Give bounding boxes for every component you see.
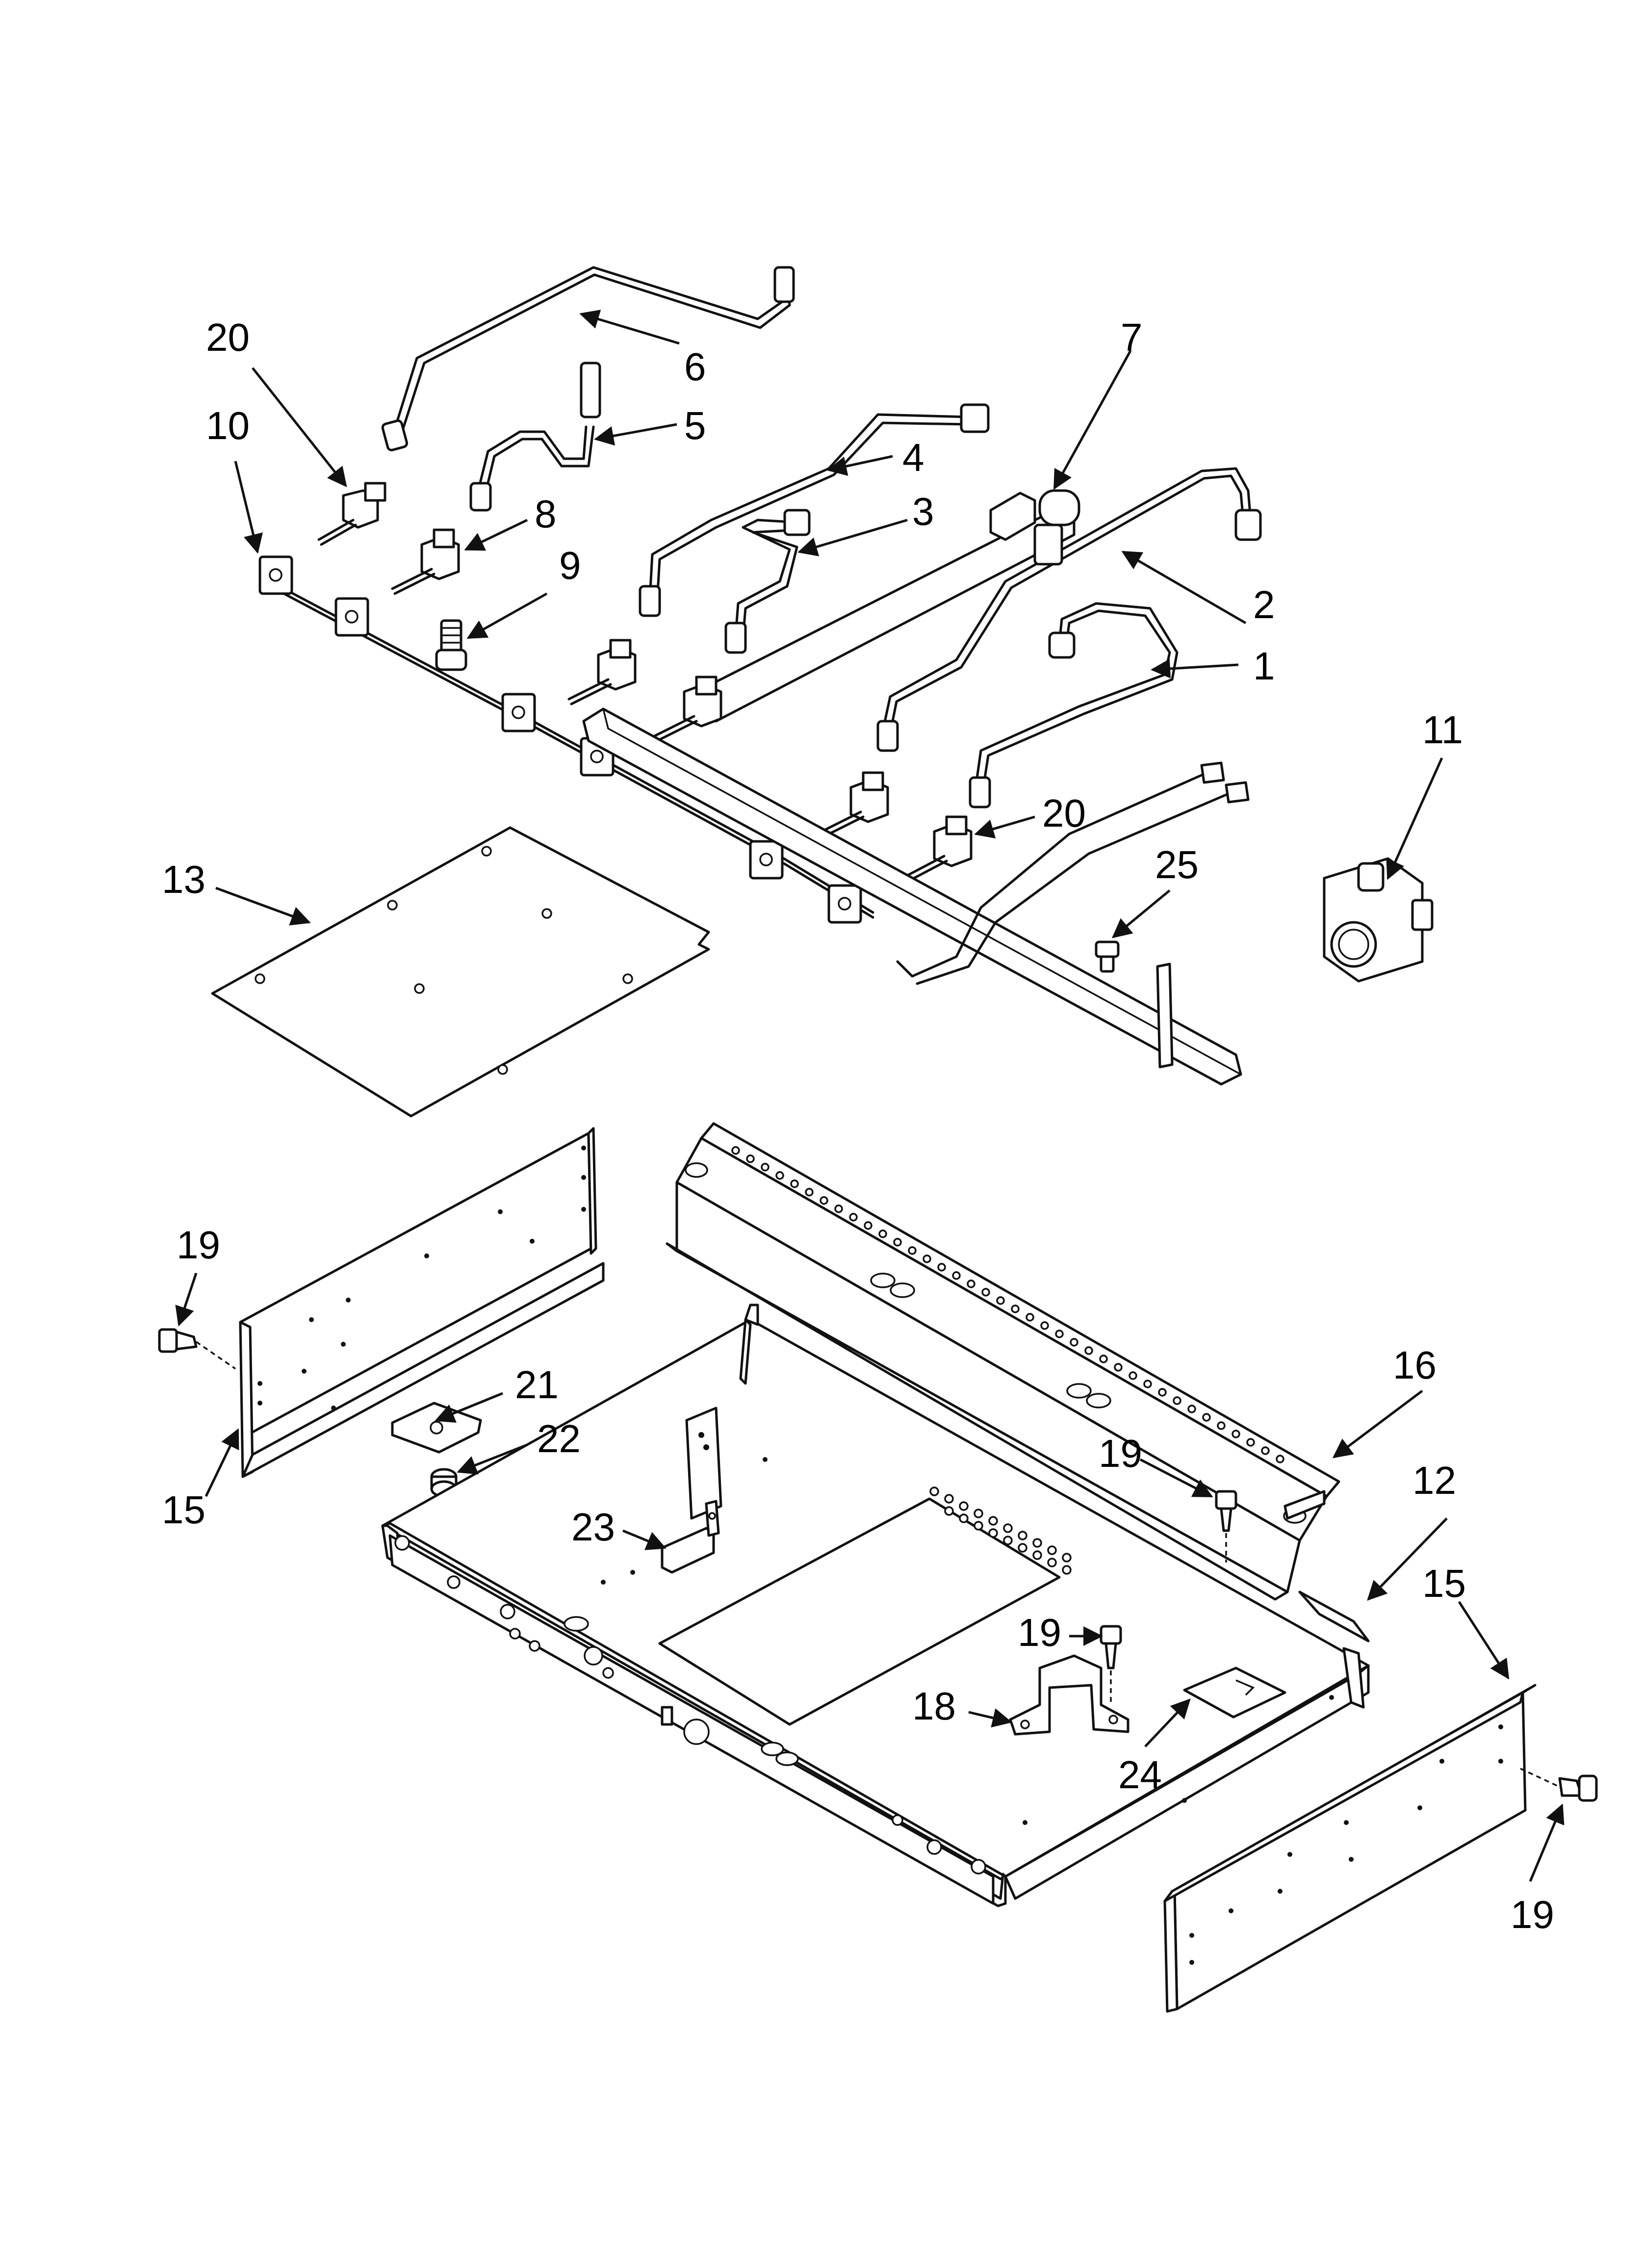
callout-15-right: 15 — [1422, 1562, 1466, 1605]
bracket-21 — [391, 1402, 482, 1454]
callout-15-left: 15 — [162, 1488, 205, 1532]
callout-1: 1 — [1253, 644, 1275, 688]
side-panel-15-left — [239, 1127, 605, 1478]
callout-4: 4 — [902, 436, 924, 479]
callout-10: 10 — [206, 404, 250, 447]
burner-valve-mid-2 — [653, 676, 722, 742]
leader-lines — [175, 310, 1565, 1882]
callout-19-right: 19 — [1511, 1893, 1554, 1936]
callout-9: 9 — [559, 544, 581, 587]
base-pan-12 — [381, 1303, 1370, 1907]
callout-6: 6 — [684, 345, 706, 389]
callout-2: 2 — [1253, 583, 1275, 626]
gas-tube-4 — [639, 403, 990, 617]
callout-8: 8 — [535, 492, 557, 536]
callout-23: 23 — [571, 1505, 615, 1549]
screw-19-right — [1520, 1768, 1598, 1802]
clip-25 — [1095, 940, 1120, 973]
callout-19-rear-rail: 19 — [1099, 1432, 1142, 1475]
bracket-18 — [1009, 1654, 1129, 1736]
pressure-regulator-11 — [1323, 857, 1434, 983]
callout-18: 18 — [912, 1684, 956, 1728]
side-panel-15-right — [1163, 1684, 1537, 2013]
burner-valve-right-1 — [820, 771, 889, 838]
burner-valve-20-bottom — [896, 815, 973, 887]
burner-valve-20-top — [317, 482, 386, 546]
gas-tube-5 — [469, 362, 601, 512]
callout-19-left: 19 — [177, 1223, 220, 1267]
gas-tube-6 — [381, 266, 795, 451]
callout-numbers: 1 2 3 4 5 6 7 8 9 10 11 12 13 15 15 16 1… — [162, 315, 1554, 1936]
callout-20-top: 20 — [206, 315, 250, 359]
gas-tube-2 — [876, 467, 1262, 752]
rear-bracket-16 — [1283, 1490, 1326, 1520]
bumper-22 — [430, 1468, 458, 1498]
gas-tube-3 — [724, 509, 811, 654]
callout-3: 3 — [912, 490, 934, 533]
callout-22: 22 — [537, 1417, 581, 1460]
callout-16: 16 — [1393, 1343, 1437, 1387]
wire-harness — [896, 761, 1250, 985]
callout-11: 11 — [1422, 708, 1463, 752]
callout-21: 21 — [515, 1363, 559, 1407]
manifold-7 — [695, 489, 1080, 723]
pan-bracket-vertical — [685, 1407, 722, 1520]
callout-13: 13 — [162, 858, 205, 901]
callout-7: 7 — [1121, 315, 1143, 359]
plate-24 — [1183, 1667, 1286, 1719]
callout-20-bottom: 20 — [1042, 791, 1086, 835]
igniter-switch-harness-10 — [258, 555, 874, 924]
heat-shield-13 — [211, 826, 710, 1118]
screw-19-left — [158, 1328, 236, 1370]
callout-12: 12 — [1412, 1459, 1456, 1502]
screw-19-bracket — [1100, 1625, 1122, 1705]
bracket-23 — [661, 1500, 720, 1574]
callout-5: 5 — [684, 404, 706, 447]
burner-valve-mid-1 — [567, 639, 637, 705]
screw-19-rear-rail — [1215, 1490, 1237, 1563]
front-manifold-rail — [582, 707, 1242, 1086]
valve-stud-9 — [435, 619, 467, 671]
callout-24: 24 — [1118, 1753, 1162, 1797]
burner-valve-8 — [391, 528, 460, 595]
burner-box-rear-rail — [666, 1122, 1340, 1601]
callout-19-bracket: 19 — [1018, 1611, 1061, 1654]
callout-25: 25 — [1155, 843, 1199, 886]
rail-holes — [731, 1146, 1284, 1463]
gas-tube-1 — [969, 602, 1179, 808]
